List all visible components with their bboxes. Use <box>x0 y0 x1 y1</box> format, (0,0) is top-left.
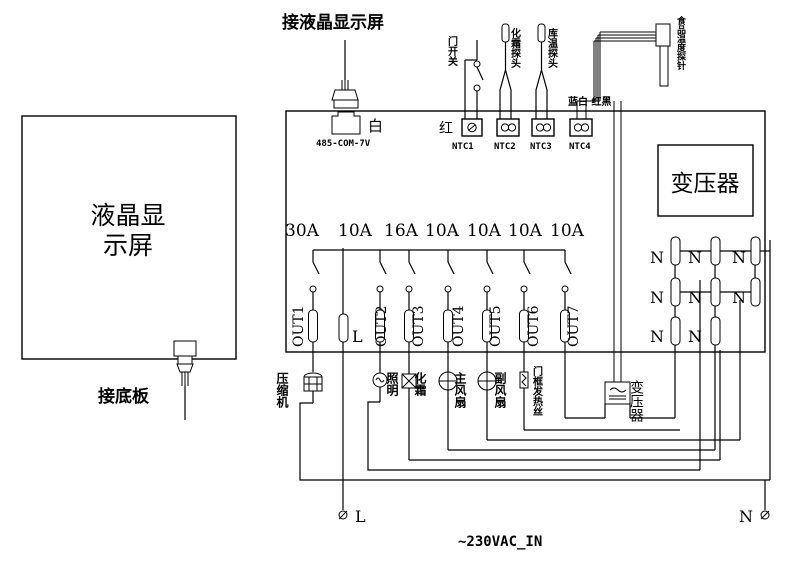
n-label-5: N <box>688 288 702 307</box>
rating-out7: 10A <box>550 221 585 241</box>
rating-out4: 10A <box>425 221 460 241</box>
n-label-2: N <box>688 248 702 267</box>
main-fan-symbol <box>438 342 715 451</box>
lcd-connect-label: 接液晶显示屏 <box>282 12 384 33</box>
rating-out3: 16A <box>384 221 419 241</box>
ntc4-connector <box>569 118 593 137</box>
lighting-symbol <box>367 342 700 471</box>
n-label-8: N <box>688 327 702 346</box>
transformer-load-label: 变压器 <box>628 380 644 422</box>
room-probe-label: 库温探头 <box>546 27 558 69</box>
lcd-display-box <box>21 115 237 360</box>
ntc1-label: NTC1 <box>452 142 474 152</box>
defrost-probe <box>499 23 512 119</box>
out6-label: OUT6 <box>526 305 542 347</box>
defrost-probe-label: 化霜探头 <box>509 27 522 69</box>
ntc4-label: NTC4 <box>569 142 591 152</box>
ntc2-label: NTC2 <box>494 142 516 152</box>
neutral-wiring <box>674 240 771 510</box>
mains-L-terminal <box>338 510 348 520</box>
red-wire-label: 红 <box>439 121 453 137</box>
n-label-3: N <box>732 248 746 267</box>
out3-label: OUT3 <box>411 305 427 347</box>
mains-L-label: L <box>355 507 366 526</box>
mains-N-terminal <box>760 510 770 520</box>
lcd-label-line1: 液晶显 <box>90 201 165 230</box>
defrost-label: 化霜 <box>413 371 427 397</box>
transformer-box-label: 变压器 <box>671 171 740 197</box>
com-connector <box>331 40 361 135</box>
out5-label: OUT5 <box>488 305 504 347</box>
out7-label: OUT7 <box>566 305 582 347</box>
mains-N-label: N <box>739 507 753 526</box>
ntc2-connector <box>496 118 520 137</box>
board-connect-label: 接底板 <box>98 386 150 407</box>
n-label-1: N <box>650 248 664 267</box>
n-label-6: N <box>732 288 746 307</box>
relay-7 <box>560 250 572 343</box>
lcd-bottom-connector <box>173 340 197 420</box>
transformer-symbol <box>564 101 675 419</box>
mains-label: ~230VAC_IN <box>458 534 542 550</box>
white-wire-label: 白 <box>368 117 383 135</box>
ntc4-wire-label: 蓝白 红黑 <box>568 95 611 108</box>
rating-out5: 10A <box>467 221 502 241</box>
ntc3-connector <box>531 118 555 137</box>
food-probe <box>576 23 671 119</box>
controller-box <box>285 110 766 353</box>
ntc1-connector <box>461 118 483 137</box>
door-switch-label: 门开关 <box>446 35 458 67</box>
defrost-symbol <box>401 342 720 461</box>
transformer-box <box>657 144 754 217</box>
compressor-symbol <box>299 342 770 481</box>
out2-label: OUT2 <box>374 305 390 347</box>
out4-label: OUT4 <box>451 305 467 347</box>
rating-out1: 30A <box>285 221 320 241</box>
com-port-label: 485-COM-7V <box>316 139 371 149</box>
N-terminal-block <box>670 236 761 346</box>
door-heater-symbol <box>519 342 680 431</box>
aux-fan-label: 副风扇 <box>493 371 507 409</box>
relay-3 <box>404 250 416 343</box>
lighting-label: 照明 <box>385 371 399 397</box>
relay-5 <box>482 250 494 343</box>
n-label-7: N <box>650 327 664 346</box>
relay-1 <box>308 250 320 343</box>
rating-out2: 10A <box>338 221 373 241</box>
L-terminal <box>338 313 349 343</box>
out1-label: OUT1 <box>291 305 307 347</box>
main-fan-label: 主风扇 <box>453 371 467 409</box>
compressor-label: 压缩机 <box>275 372 289 409</box>
relay-4 <box>443 250 455 343</box>
rating-out6: 10A <box>508 221 543 241</box>
room-probe <box>535 23 548 119</box>
aux-fan-symbol <box>477 342 720 441</box>
lcd-label-line2: 示屏 <box>103 231 153 260</box>
ntc3-label: NTC3 <box>530 142 552 152</box>
food-probe-label: 食品温度探针 <box>675 15 687 71</box>
door-switch <box>464 40 484 119</box>
L-inner-label: L <box>352 327 363 346</box>
door-heater-label: 门框发热丝 <box>531 365 544 416</box>
n-label-4: N <box>650 288 664 307</box>
